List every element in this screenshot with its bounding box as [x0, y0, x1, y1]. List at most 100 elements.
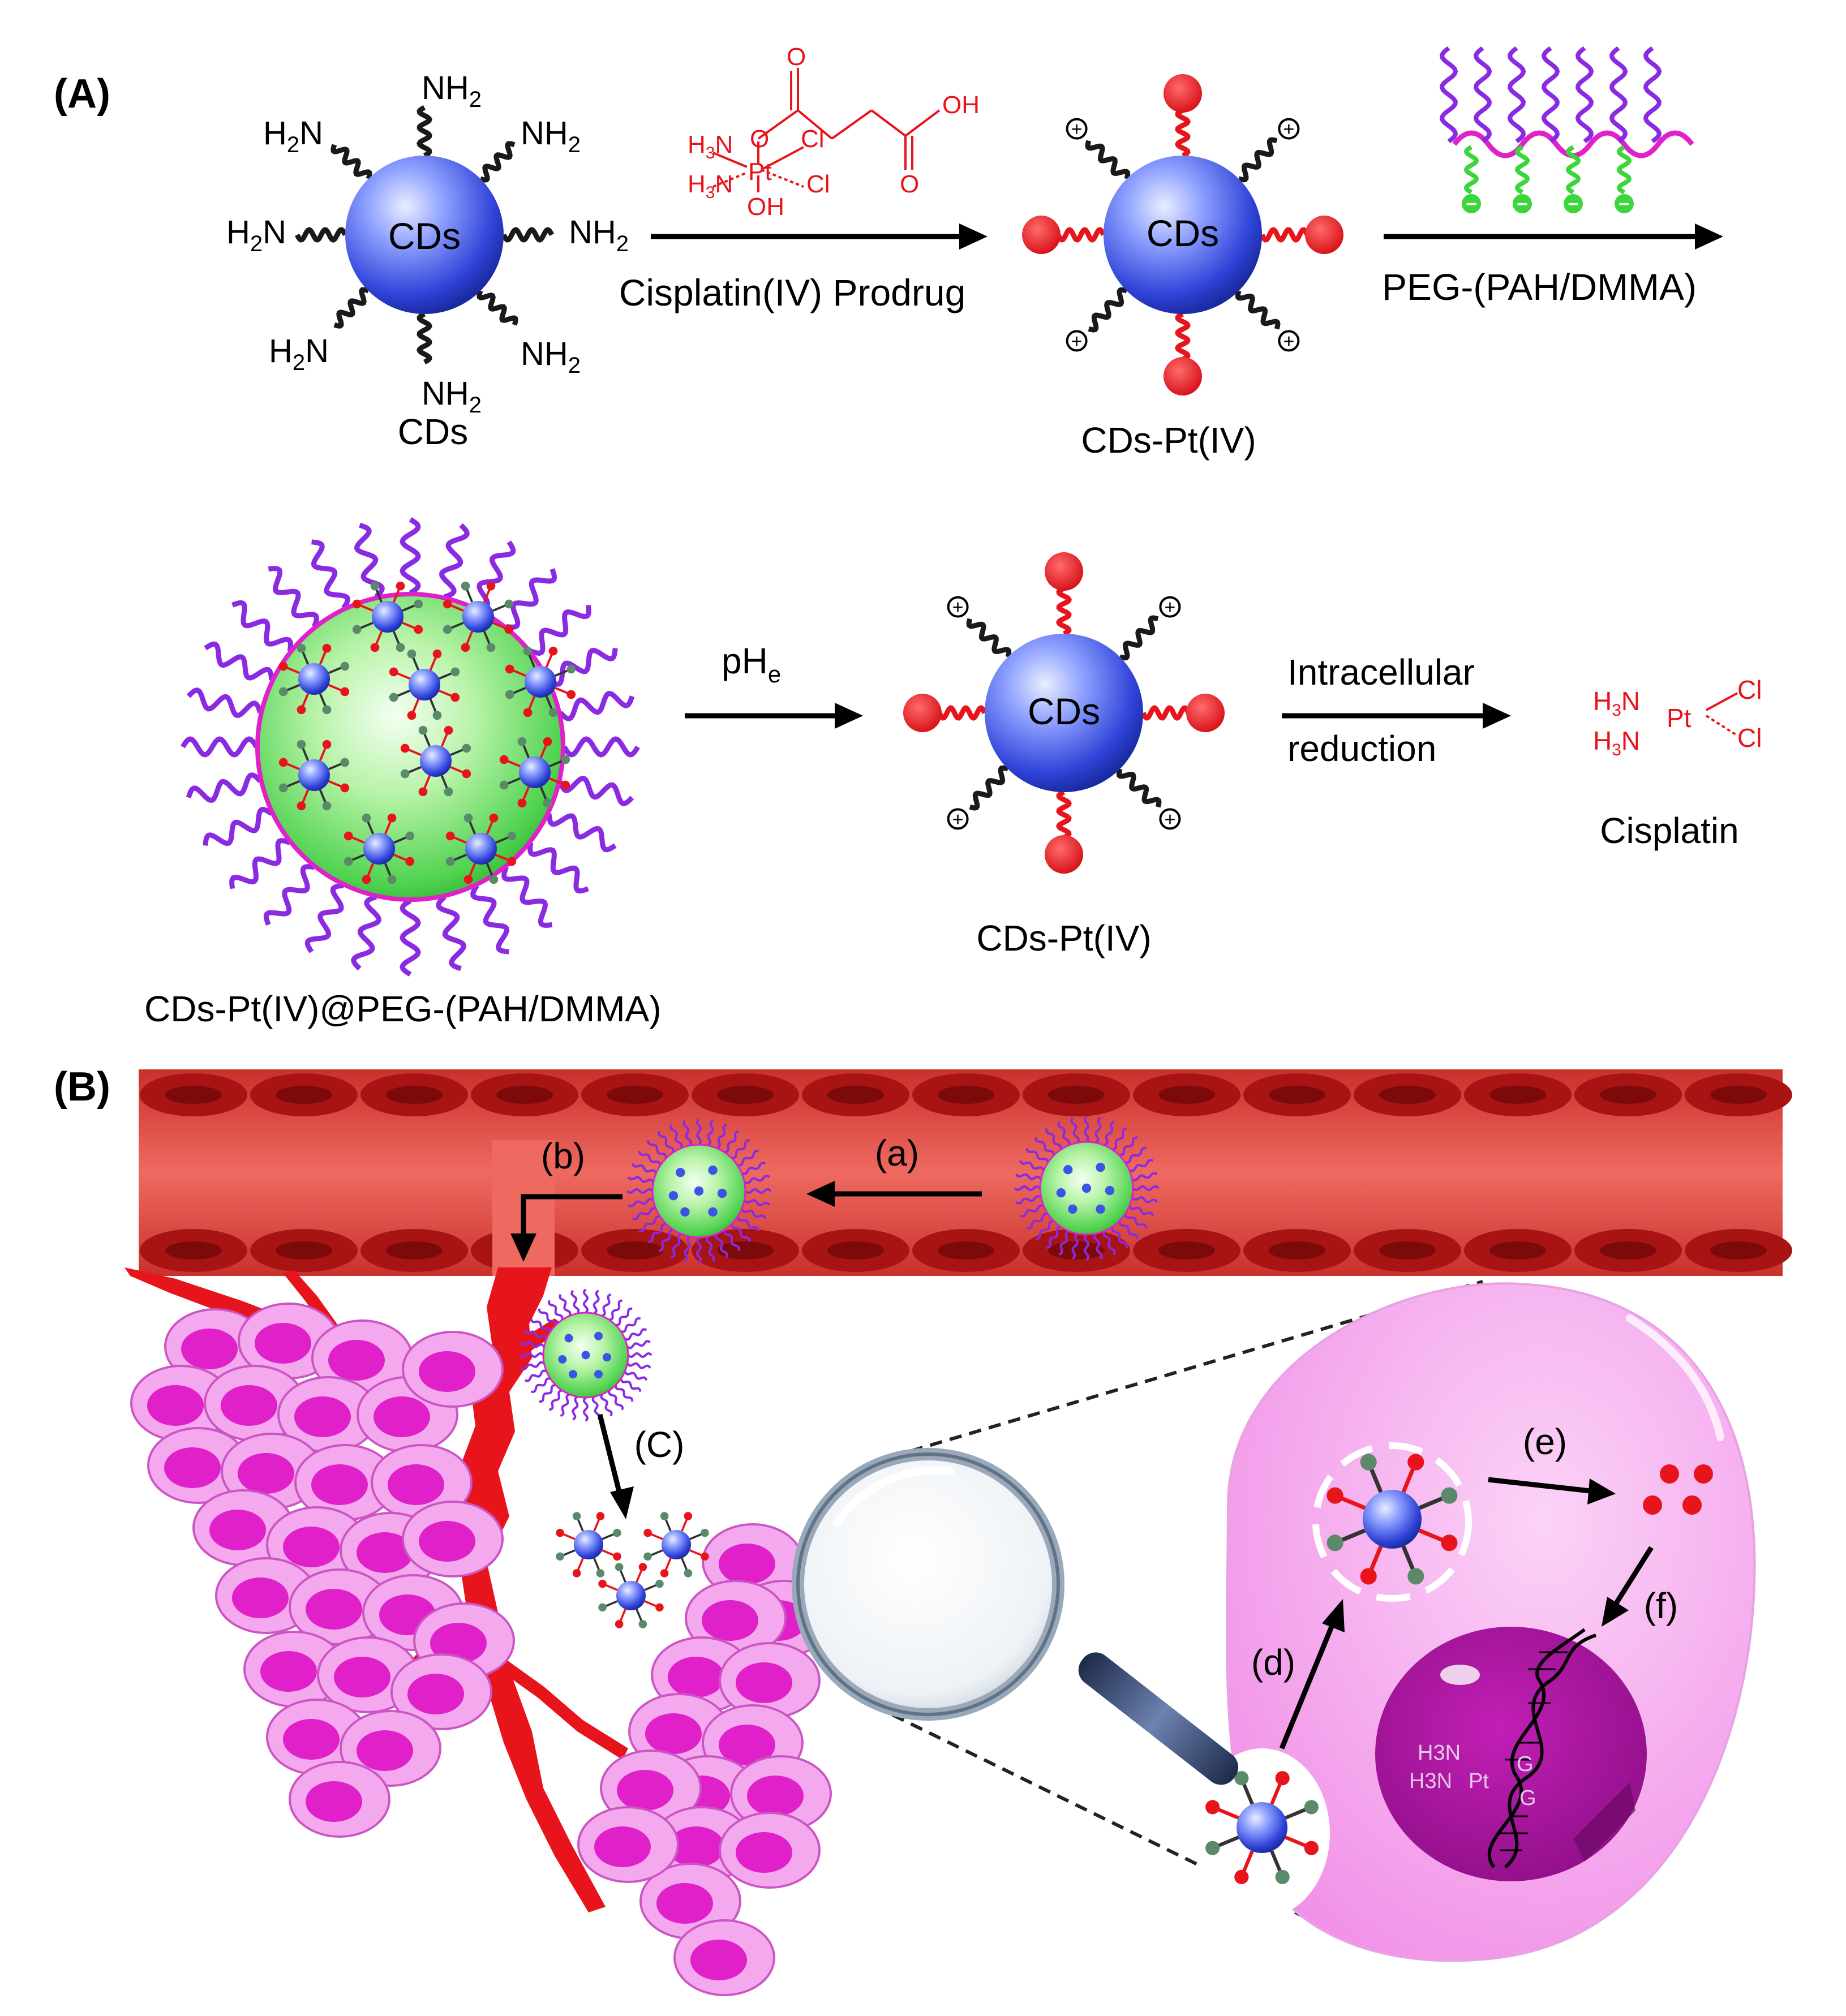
panel-a-label: (A) — [54, 71, 110, 117]
step-b-label: (b) — [541, 1136, 585, 1176]
tumor-cell-40 — [673, 1919, 775, 1996]
amine-label-6: H2N — [226, 214, 286, 256]
prodrug-cl-1: Cl — [801, 125, 825, 153]
nano-inner-cd-5 — [278, 740, 350, 811]
released-platinum — [1643, 1464, 1713, 1515]
cds-pt-1-positive-charge-4 — [1278, 118, 1300, 140]
prodrug-cl-2: Cl — [806, 170, 830, 198]
cds-pt-2-positive-charge-7 — [947, 596, 969, 618]
cds-pt-1-positive-charge-5 — [1278, 330, 1300, 352]
arrow-prodrug: Cisplatin(IV) Prodrug — [619, 223, 988, 313]
prodrug-o-top: O — [787, 43, 806, 71]
tumor-cell-8 — [147, 1427, 249, 1504]
cds-pt-1-pt-bead-0 — [1164, 74, 1202, 113]
vessel-nanoparticle-2 — [626, 1118, 772, 1264]
blood-vessel — [139, 1069, 1792, 1276]
cd-core-3 — [985, 634, 1143, 792]
released-carbon-dots — [556, 1512, 709, 1628]
prodrug-oh-right: OH — [942, 91, 980, 119]
amine-label-5: H2N — [269, 333, 329, 375]
peg-pah-dmma-polymer: −−−− — [1439, 46, 1694, 215]
prodrug-nh3-2: H3N — [688, 170, 733, 202]
amine-label-0: NH2 — [422, 70, 482, 112]
cds-pt-1-pt-bead-2 — [1164, 357, 1202, 396]
cisplatin-pt: Pt — [1667, 703, 1692, 733]
svg-text:−: − — [1619, 194, 1630, 215]
step-c-label: (C) — [634, 1424, 685, 1465]
tumor-cell-22 — [390, 1653, 492, 1730]
cancer-cell-enlarged: H3N H3N Pt G G (d) (e) — [1194, 1282, 1756, 1962]
negative-charge-0 — [1462, 194, 1481, 213]
nano-inner-cd-9 — [445, 813, 517, 884]
cds-pt-2-pt-bead-2 — [1045, 835, 1083, 874]
svg-text:+: + — [1164, 809, 1175, 830]
released-cd-3 — [598, 1563, 664, 1628]
svg-text:+: + — [952, 809, 964, 830]
tumor-cell-25 — [289, 1761, 390, 1838]
nano-inner-cd-8 — [344, 813, 415, 884]
vessel-nanoparticle-1 — [1014, 1115, 1160, 1261]
dna-g-1: G — [1517, 1752, 1534, 1776]
step-d-label: (d) — [1251, 1642, 1295, 1683]
extravasated-nanoparticle — [519, 1288, 652, 1422]
dna-pt: Pt — [1469, 1769, 1489, 1793]
released-cd-2 — [643, 1512, 709, 1577]
svg-text:−: − — [1568, 194, 1579, 215]
magnifying-glass-icon — [792, 1448, 1238, 1785]
cds-pt-1-positive-charge-6 — [1066, 330, 1088, 352]
svg-text:+: + — [1071, 330, 1083, 352]
arrow-reduction-label-2: reduction — [1287, 728, 1436, 769]
vessel-nanoparticles — [519, 1115, 1160, 1422]
nano-inner-cd-7 — [499, 737, 570, 808]
cd-core-1-label: CDs — [388, 215, 461, 257]
arrow-prodrug-label: Cisplatin(IV) Prodrug — [619, 272, 966, 313]
negative-charge-1 — [1513, 194, 1532, 213]
tumor-cell-15 — [402, 1501, 504, 1577]
cds-pt-2-pt-bead-0 — [1045, 552, 1083, 591]
nanoparticle-label: CDs-Pt(IV)@PEG-(PAH/DMMA) — [144, 988, 662, 1029]
dna-helix — [1488, 1628, 1596, 1869]
arrow-phe-label: pHe — [722, 641, 781, 687]
cds-pt-2-positive-charge-5 — [1159, 808, 1181, 830]
prodrug-oh-bottom: OH — [747, 193, 784, 221]
svg-text:+: + — [952, 597, 964, 618]
arrow-reduction: Intracellular reduction — [1282, 652, 1511, 769]
tumor-cell-7 — [402, 1331, 504, 1408]
amine-label-4: NH2 — [422, 375, 482, 418]
svg-text:−: − — [1466, 194, 1477, 215]
amine-label-1: NH2 — [521, 115, 581, 157]
dna-nh3-1: H3N — [1418, 1741, 1461, 1765]
prodrug-o-link: O — [750, 125, 769, 153]
amine-label-2: NH2 — [569, 214, 629, 256]
step-a-label: (a) — [875, 1133, 919, 1174]
tumor-cells — [130, 1303, 835, 1996]
cds-label: CDs — [398, 411, 468, 452]
step-arrows: (a) (b) (C) — [510, 1133, 982, 1519]
cds-pt-1-pt-bead-1 — [1305, 216, 1343, 254]
nano-inner-cd-4 — [505, 646, 576, 717]
cisplatin-prodrug-structure: O OH O O Pt Cl Cl OH H3N H3N — [688, 43, 980, 221]
tumor-cell-17 — [289, 1568, 390, 1645]
cisplatin-structure: H3N H3N Pt Cl Cl — [1593, 675, 1762, 759]
svg-text:+: + — [1283, 119, 1294, 140]
internalized-cd — [1205, 1771, 1319, 1884]
cds-pt-2-positive-charge-4 — [1159, 596, 1181, 618]
tumor-cell-37 — [719, 1812, 821, 1889]
cd-core-2 — [1104, 156, 1262, 314]
endosome-cd — [1326, 1454, 1458, 1585]
cisplatin-nh3-2: H3N — [1593, 726, 1640, 759]
cisplatin-cl-2: Cl — [1737, 723, 1762, 753]
arrow-phe: pHe — [685, 641, 863, 729]
endosome — [1312, 1442, 1472, 1602]
cd-core-3-label: CDs — [1028, 690, 1100, 732]
svg-text:+: + — [1283, 330, 1294, 352]
amine-label-3: NH2 — [521, 336, 581, 378]
amine-label-7: H2N — [263, 115, 323, 157]
prodrug-pt: Pt — [748, 158, 772, 186]
cds-pt-1-pt-bead-3 — [1022, 216, 1061, 254]
cds-pt-2-pt-bead-3 — [903, 694, 942, 732]
cds-pt-1-positive-charge-7 — [1066, 118, 1088, 140]
tumor-cell-10 — [294, 1444, 396, 1521]
